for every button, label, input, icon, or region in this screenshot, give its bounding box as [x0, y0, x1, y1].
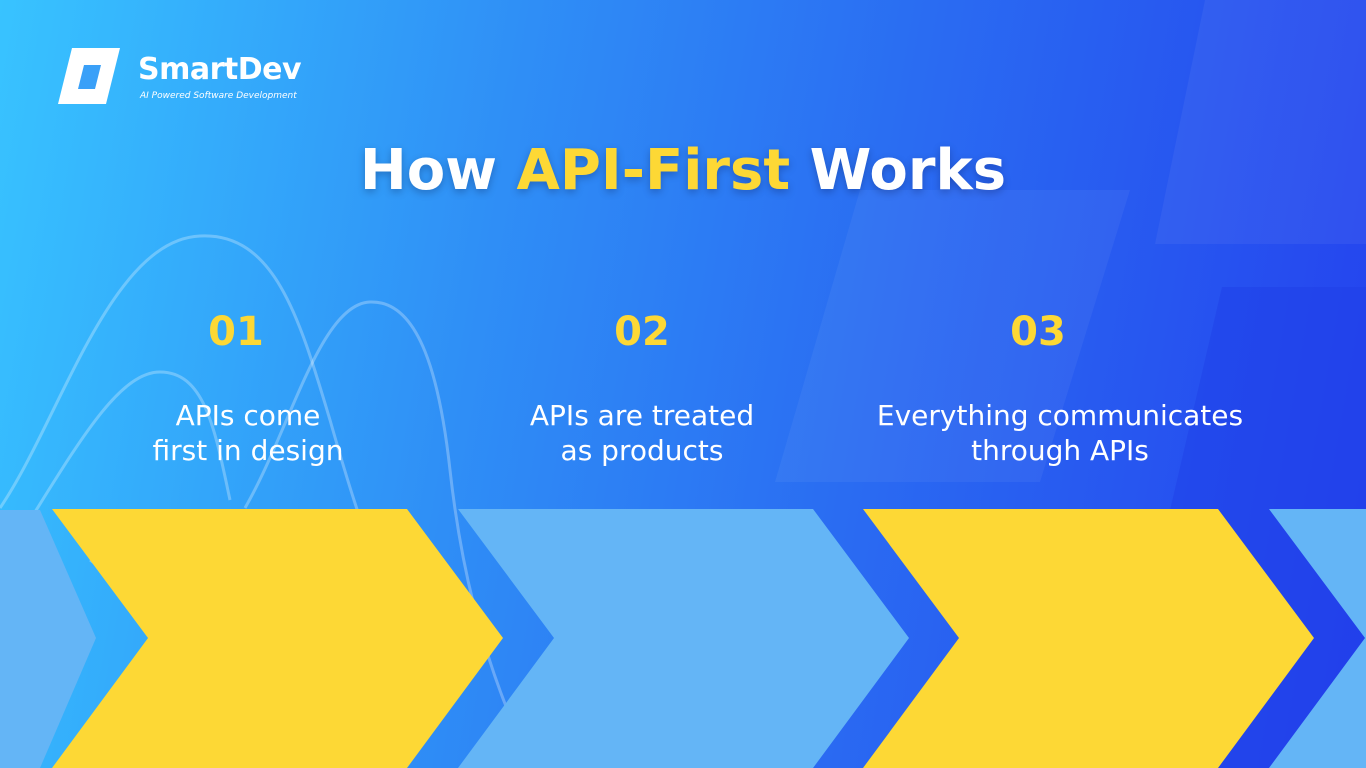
arrow-step-1: [52, 509, 503, 768]
step-line-2: through APIs: [971, 434, 1149, 467]
bg-panel-mid: [775, 190, 1130, 482]
wave-line-1: [0, 234, 377, 561]
smartdev-logo-icon: [58, 48, 120, 104]
step-line-1: Everything communicates: [876, 399, 1244, 432]
arrow-step-4: [1269, 509, 1366, 768]
step-1: 01 APIs come first in design: [108, 312, 388, 468]
step-description: APIs come first in design: [108, 398, 388, 468]
step-line-2: as products: [560, 434, 724, 467]
arrow-step-2: [458, 509, 909, 768]
step-description: APIs are treated as products: [492, 398, 792, 468]
step-number: 02: [614, 309, 670, 355]
arrow-step-3: [863, 509, 1314, 768]
brand-tagline: AI Powered Software Development: [140, 91, 297, 101]
step-line-2: first in design: [152, 434, 344, 467]
step-description: Everything communicates through APIs: [848, 398, 1272, 468]
step-number: 01: [208, 309, 264, 355]
step-3: 03 Everything communicates through APIs: [848, 312, 1272, 468]
arrow-left-edge: [0, 510, 96, 768]
brand-name: SmartDev: [138, 52, 302, 87]
bg-panel-top: [925, 0, 1366, 244]
title-highlight: API-First: [516, 138, 791, 203]
title-suffix: Works: [790, 138, 1007, 203]
wave-line-2: [28, 370, 232, 521]
step-line-1: APIs come: [175, 399, 321, 432]
page-title: How API-First Works: [0, 138, 1366, 203]
step-2: 02 APIs are treated as products: [492, 312, 792, 468]
title-prefix: How: [359, 138, 517, 203]
step-number: 03: [1010, 309, 1066, 355]
step-line-1: APIs are treated: [529, 399, 755, 432]
brand-logo[interactable]: SmartDev AI Powered Software Development: [58, 48, 328, 106]
